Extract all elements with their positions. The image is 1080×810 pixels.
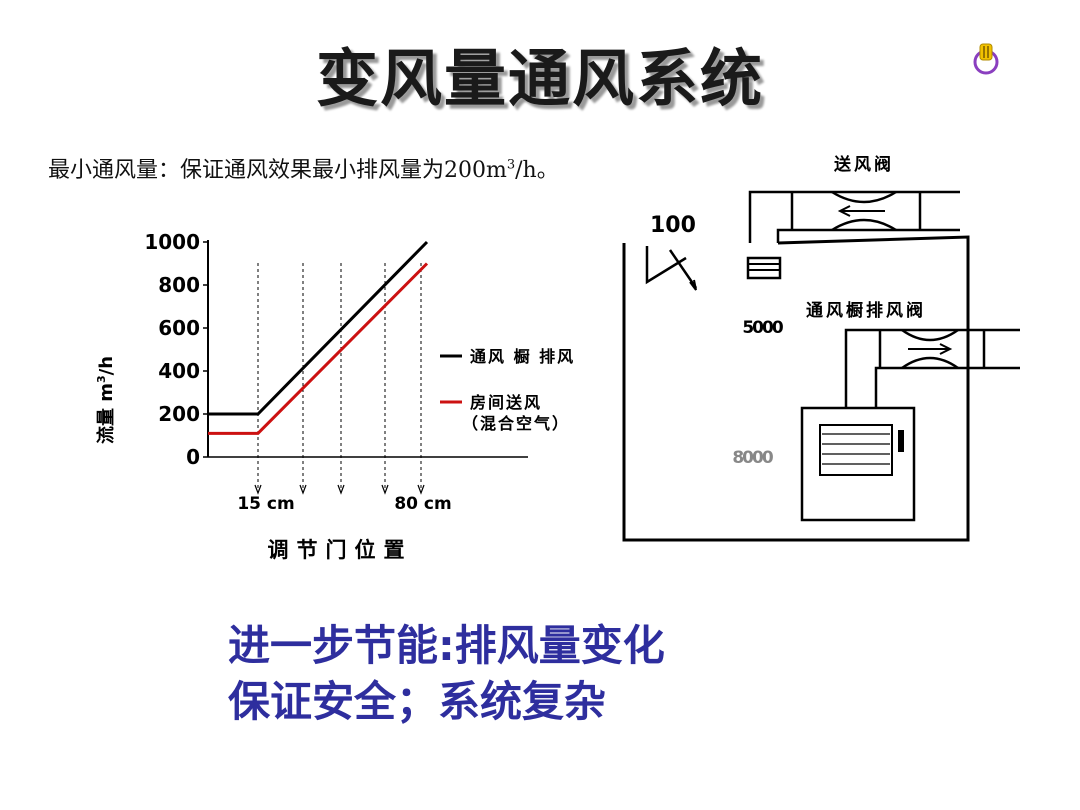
hood-handle [898,430,904,452]
footer-line-1: 进一步节能:排风量变化 [228,621,665,670]
y-tick-label: 1000 [144,230,200,254]
door-swing-icon [645,246,698,289]
x-axis-label: 调节门位置 [268,538,413,562]
guide-arrow-icon [381,484,389,495]
series-supply-line [208,262,429,435]
subtitle-sup: 3 [506,157,516,173]
guide-arrow-icon [299,484,307,495]
legend-label-supply-note: （混合空气） [462,414,570,433]
y-tick-label: 200 [158,402,200,426]
x-annotation-80cm: 80 cm [394,494,451,514]
guide-arrow-icon [417,484,425,495]
ventilation-schematic: 100 送风阀 5000 通风橱排风阀 8000 [622,154,1020,542]
svg-text:流量 m3/h: 流量 m3/h [95,356,117,444]
y-tick-label: 400 [158,359,200,383]
y-tick-label: 0 [186,445,200,469]
footer-line-2: 保证安全；系统复杂 [228,677,607,726]
footer-notes: 进一步节能:排风量变化 保证安全；系统复杂 [228,618,665,730]
reading-upper: 5000 [742,318,783,338]
label-100: 100 [650,213,696,238]
hood-exhaust-valve-label: 通风橱排风阀 [806,300,926,321]
x-annotation-15cm: 15 cm [237,494,294,514]
subtitle: 最小通风量：保证通风效果最小排风量为200m3/h。 [48,152,559,184]
supply-valve-shape [831,190,897,232]
y-tick-label: 800 [158,273,200,297]
supply-duct [748,190,960,243]
room-outline [622,235,970,542]
supply-damper [746,256,782,280]
page-title: 变风量通风系统 [315,42,764,115]
y-axis-label-suffix: /h [96,356,117,375]
power-icon[interactable] [968,38,1004,80]
subtitle-suffix: /h。 [515,158,559,183]
legend: 通风 橱 排风 房间送风 （混合空气） [440,347,575,433]
legend-label-supply: 房间送风 [470,393,542,412]
airflow-chart: 流量 m3/h 1000 800 600 400 200 0 15 cm 80 cm 调节… [95,230,575,562]
supply-flow-arrow-icon [837,205,851,217]
y-axis-label-sup: 3 [95,375,108,383]
reading-lower: 8000 [732,448,773,468]
legend-label-exhaust: 通风 橱 排风 [470,347,575,366]
guide-arrow-icon [254,484,262,495]
series-exhaust-line [208,240,429,416]
y-axis-label: 流量 m [95,383,117,444]
exhaust-duct [844,328,1020,408]
exhaust-valve-shape [901,328,959,370]
guide-arrow-icon [337,484,345,495]
hood-sash [819,424,893,476]
subtitle-prefix: 最小通风量：保证通风效果最小排风量为200m [48,158,507,183]
fume-hood [800,406,916,522]
supply-valve-label: 送风阀 [834,154,894,175]
y-tick-label: 600 [158,316,200,340]
exhaust-flow-arrow-icon [939,343,953,355]
